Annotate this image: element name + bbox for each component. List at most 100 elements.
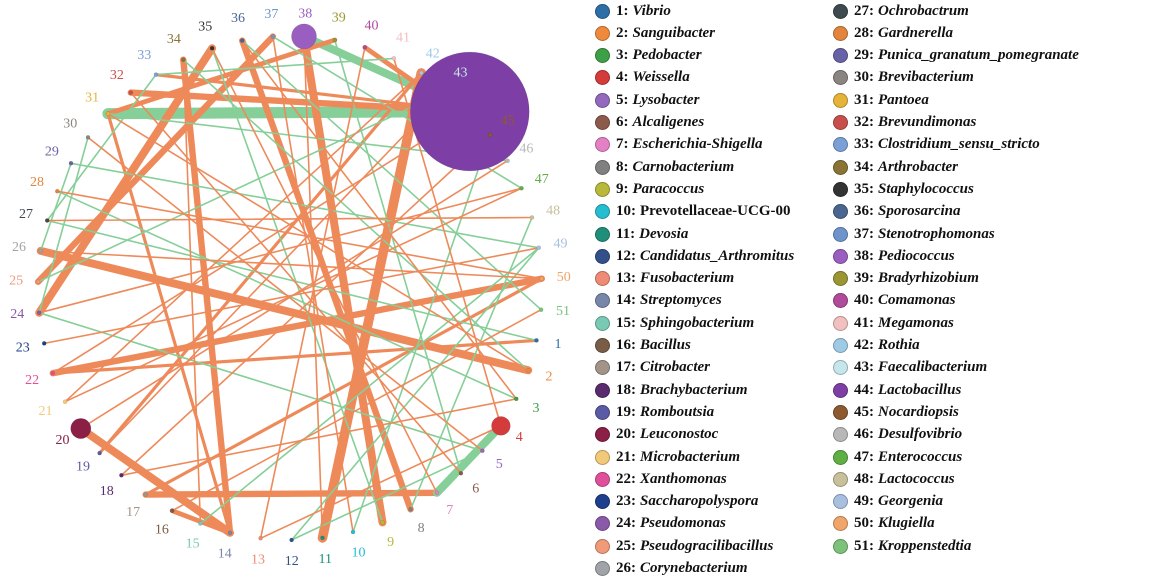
legend-label: Desulfovibrio [878, 426, 963, 443]
node-10 [350, 529, 356, 535]
edge-43-25 [37, 89, 448, 283]
legend-label: Staphylococcus [878, 180, 974, 197]
node-label-49: 49 [554, 237, 568, 252]
legend-swatch [595, 226, 610, 242]
node-label-32: 32 [110, 68, 124, 83]
edge-29-26 [39, 162, 72, 252]
legend-swatch [833, 338, 848, 353]
node-20 [70, 418, 92, 439]
node-18 [119, 472, 124, 478]
legend-number: 25: [616, 537, 636, 554]
node-label-48: 48 [546, 204, 560, 219]
legend-item-42: 42:Rothia [833, 335, 920, 357]
legend-number: 27: [854, 2, 874, 19]
legend-number: 13: [616, 270, 636, 287]
node-22 [50, 370, 56, 376]
legend-item-48: 48:Lactococcus [833, 468, 955, 490]
legend-swatch [595, 115, 610, 130]
node-label-44: 44 [479, 88, 493, 103]
node-49 [536, 245, 542, 251]
legend-number: 24: [616, 515, 636, 532]
legend-label: Lysobacter [632, 91, 700, 108]
edge-6-39 [333, 39, 462, 475]
edge-32-6 [130, 91, 462, 475]
legend-number: 28: [854, 24, 874, 41]
legend-number: 21: [616, 448, 636, 465]
node-2 [525, 367, 531, 373]
legend-label: Georgenia [878, 493, 943, 510]
edge-28-50 [56, 190, 543, 280]
node-26 [38, 248, 44, 254]
node-45 [487, 132, 493, 138]
edge-17-7 [142, 489, 441, 498]
legend-number: 20: [616, 426, 636, 443]
legend-number: 39: [854, 270, 874, 287]
legend-label: Brevibacterium [878, 69, 974, 86]
node-label-20: 20 [56, 433, 70, 448]
node-label-36: 36 [231, 11, 245, 26]
legend-number: 29: [854, 47, 874, 64]
edge-11-38 [303, 35, 324, 539]
edge-30-5 [87, 136, 484, 452]
legend-number: 23: [616, 493, 636, 510]
legend-number: 16: [616, 337, 636, 353]
legend-swatch [595, 538, 610, 554]
legend-swatch [595, 516, 610, 532]
edge-38-9 [300, 32, 387, 527]
node-label-5: 5 [496, 457, 503, 472]
network-diagram: 1234567891011121314151617181920212223242… [9, 7, 571, 570]
edge-15-49 [199, 247, 540, 525]
node-28 [54, 188, 60, 194]
edge-49-29 [70, 162, 540, 249]
edge-31-14 [106, 112, 232, 535]
legend-swatch [833, 70, 848, 86]
node-label-37: 37 [264, 7, 278, 22]
legend-item-3: 3:Pedobacter [595, 45, 702, 67]
node-40 [362, 45, 368, 50]
legend-number: 48: [854, 470, 874, 487]
node-13 [258, 535, 263, 541]
legend-swatch [833, 137, 848, 153]
edge-12-5 [290, 449, 484, 541]
legend-item-31: 31:Pantoea [833, 89, 929, 111]
legend-label: Pediococcus [878, 247, 955, 264]
edge-50-26 [39, 250, 543, 280]
legend-swatch [833, 181, 848, 197]
legend-number: 4: [616, 69, 629, 86]
legend-swatch [595, 427, 610, 443]
legend-item-41: 41:Megamonas [833, 312, 954, 334]
legend-item-15: 15:Sphingobacterium [595, 312, 754, 334]
legend-label: Saccharopolyspora [640, 493, 759, 510]
legend-label: Xanthomonas [640, 470, 727, 487]
legend-swatch [833, 25, 848, 41]
legend-number: 7: [616, 136, 629, 153]
node-label-3: 3 [533, 401, 540, 416]
legend-label: Punica_granatum_pomegranate [878, 47, 1079, 64]
node-label-38: 38 [298, 7, 312, 22]
legend-item-45: 45:Nocardiopsis [833, 401, 959, 423]
legend-label: Klugiella [878, 515, 935, 532]
legend-item-7: 7:Escherichia-Shigella [595, 134, 763, 156]
legend-item-39: 39:Bradyrhizobium [833, 268, 979, 290]
node-label-41: 41 [396, 31, 410, 46]
legend-label: Gardnerella [878, 24, 953, 41]
legend-item-38: 38:Pediococcus [833, 245, 955, 267]
legend-item-47: 47:Enterococcus [833, 446, 962, 468]
node-16 [169, 508, 175, 514]
node-label-27: 27 [19, 207, 33, 222]
legend-number: 30: [854, 69, 874, 86]
node-44 [410, 51, 530, 172]
node-34 [181, 57, 186, 63]
legend-label: Rothia [878, 337, 920, 353]
legend-item-10: 10:Prevotellaceae-UCG-00 [595, 201, 791, 223]
node-label-31: 31 [85, 91, 99, 106]
node-25 [35, 279, 41, 285]
node-48 [529, 215, 535, 220]
legend-swatch [833, 159, 848, 175]
legend-label: Stenotrophomonas [878, 225, 995, 242]
legend-swatch [833, 204, 848, 220]
node-label-50: 50 [557, 270, 571, 285]
node-11 [320, 535, 325, 541]
edge-26-2 [36, 246, 533, 375]
